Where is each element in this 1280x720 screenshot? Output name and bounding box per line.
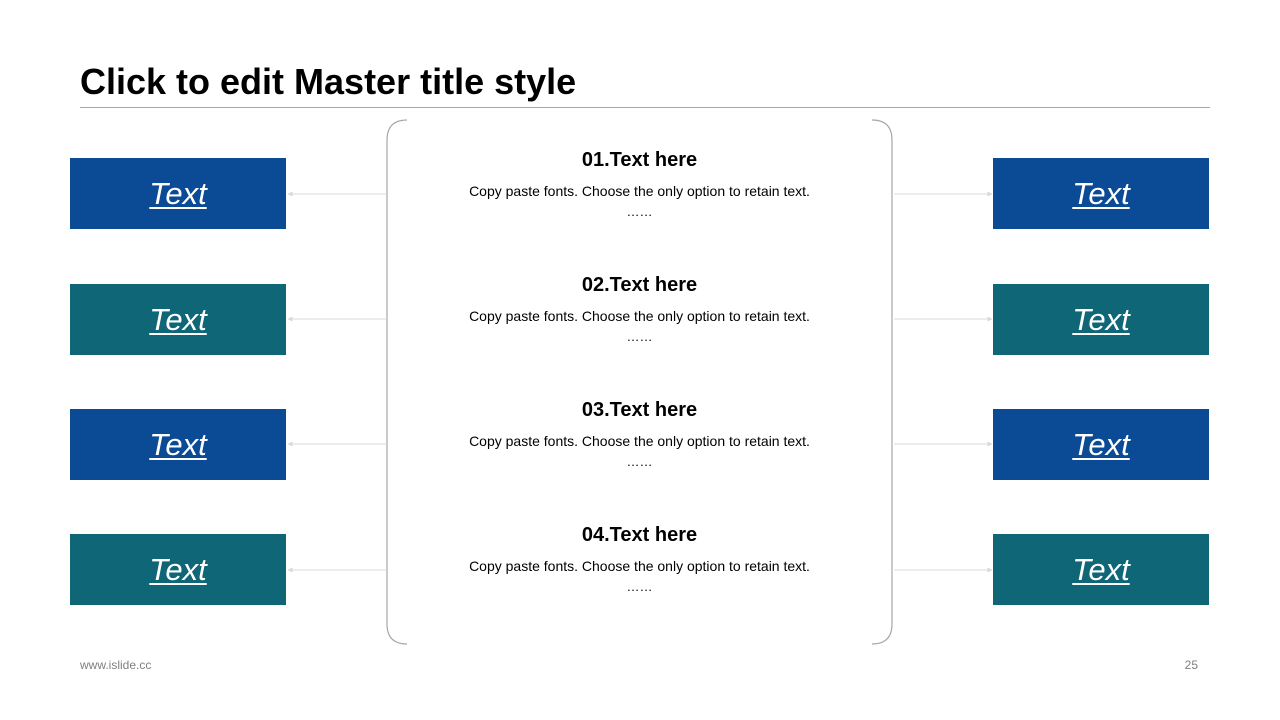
item-heading[interactable]: 01.Text here: [581, 149, 698, 171]
right-box-2[interactable]: Text: [993, 284, 1209, 355]
title-divider: [80, 107, 1210, 108]
item-heading[interactable]: 02.Text here: [581, 274, 698, 296]
box-label: Text: [149, 301, 207, 337]
box-label: Text: [149, 175, 207, 211]
item-description[interactable]: Copy paste fonts. Choose the only option…: [469, 558, 810, 574]
box-label: Text: [1072, 426, 1130, 462]
left-box-3[interactable]: Text: [70, 409, 286, 480]
box-label: Text: [1072, 301, 1130, 337]
right-box-1[interactable]: Text: [993, 158, 1209, 229]
item-ellipsis: ……: [626, 454, 653, 469]
list-item-3: 03.Text here Copy paste fonts. Choose th…: [386, 398, 893, 470]
center-panel-bracket: [386, 119, 893, 645]
left-box-4[interactable]: Text: [70, 534, 286, 605]
list-item-1: 01.Text here Copy paste fonts. Choose th…: [386, 148, 893, 220]
right-box-3[interactable]: Text: [993, 409, 1209, 480]
slide-title[interactable]: Click to edit Master title style: [80, 61, 577, 102]
box-label: Text: [149, 551, 207, 587]
center-panel: 01.Text here Copy paste fonts. Choose th…: [386, 119, 893, 645]
list-item-2: 02.Text here Copy paste fonts. Choose th…: [386, 273, 893, 345]
item-ellipsis: ……: [626, 204, 653, 219]
page-number: 25: [1184, 658, 1198, 672]
box-label: Text: [149, 426, 207, 462]
item-heading[interactable]: 03.Text here: [581, 399, 698, 421]
item-description[interactable]: Copy paste fonts. Choose the only option…: [469, 308, 810, 324]
item-description[interactable]: Copy paste fonts. Choose the only option…: [469, 183, 810, 199]
right-box-4[interactable]: Text: [993, 534, 1209, 605]
left-box-1[interactable]: Text: [70, 158, 286, 229]
list-item-4: 04.Text here Copy paste fonts. Choose th…: [386, 523, 893, 595]
box-label: Text: [1072, 551, 1130, 587]
footer-website: www.islide.cc: [80, 658, 152, 672]
item-heading[interactable]: 04.Text here: [581, 524, 698, 546]
left-box-2[interactable]: Text: [70, 284, 286, 355]
item-ellipsis: ……: [626, 579, 653, 594]
box-label: Text: [1072, 175, 1130, 211]
item-ellipsis: ……: [626, 329, 653, 344]
item-description[interactable]: Copy paste fonts. Choose the only option…: [469, 433, 810, 449]
